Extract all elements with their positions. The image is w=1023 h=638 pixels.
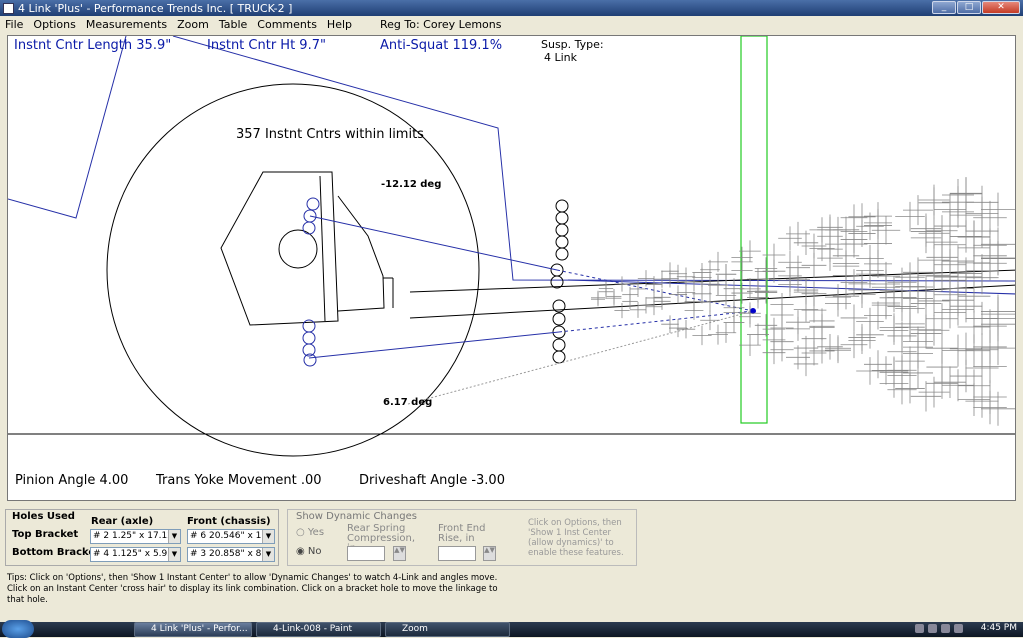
front-chassis-header: Front (chassis)	[187, 516, 271, 527]
body-outline	[8, 36, 127, 219]
menu-comments[interactable]: Comments	[257, 17, 317, 31]
clock: 4:45 PM	[980, 623, 1017, 633]
radio-no[interactable]: ◉ No	[296, 546, 322, 557]
menu-table[interactable]: Table	[218, 17, 248, 31]
ic-length-readout: Instnt Cntr Length 35.9"	[14, 38, 172, 53]
maximize-button[interactable]: □	[957, 1, 981, 14]
instant-center-point[interactable]	[750, 308, 756, 314]
top-rear-hole-value: # 2 1.25" x 17.12	[93, 531, 173, 541]
trans-yoke-readout: Trans Yoke Movement .00	[156, 473, 322, 488]
taskbar-4link[interactable]: 4 Link 'Plus' - Perfor...	[134, 622, 252, 637]
registration-label: Reg To: Corey Lemons	[380, 17, 502, 31]
tray-icon[interactable]	[915, 624, 924, 633]
fender-outline	[172, 36, 1015, 282]
top-rear-hole-select[interactable]: # 2 1.25" x 17.12▼	[90, 529, 181, 544]
chevron-down-icon[interactable]: ▼	[168, 548, 180, 561]
minimize-button[interactable]: _	[932, 1, 956, 14]
rear-top-bracket-holes[interactable]	[302, 197, 320, 235]
chevron-down-icon[interactable]: ▼	[262, 548, 274, 561]
ic-height-readout: Instnt Cntr Ht 9.7"	[207, 38, 326, 53]
front-end-rise-label: Front End Rise, in	[438, 523, 486, 544]
close-button[interactable]: ✕	[982, 1, 1020, 14]
lower-link[interactable]	[308, 331, 560, 359]
axle-center-circle	[278, 229, 318, 269]
menu-options[interactable]: Options	[33, 17, 76, 31]
pinion-angle-readout: Pinion Angle 4.00	[15, 473, 129, 488]
radio-yes-label: Yes	[307, 527, 325, 538]
tray-icon[interactable]	[928, 624, 937, 633]
rear-bottom-bracket-holes[interactable]	[302, 319, 317, 367]
pinion-line	[567, 279, 1015, 295]
volume-icon[interactable]	[954, 624, 963, 633]
menu-help[interactable]: Help	[326, 17, 352, 31]
dynamic-changes-title: Show Dynamic Changes	[296, 511, 417, 522]
bottom-bracket-label: Bottom Bracket	[12, 547, 100, 558]
system-tray	[915, 624, 963, 633]
dynamic-changes-panel: Show Dynamic Changes ○ Yes ◉ No Rear Spr…	[287, 509, 637, 566]
upper-link-angle: -12.12 deg	[381, 179, 442, 190]
chevron-down-icon[interactable]: ▼	[168, 530, 180, 543]
plot-canvas[interactable]	[8, 36, 1016, 501]
lower-link-extension	[558, 310, 754, 333]
front-end-rise-input[interactable]	[438, 546, 476, 561]
bottom-rear-hole-value: # 4 1.125" x 5.93	[93, 549, 173, 559]
window-title: 4 Link 'Plus' - Performance Trends Inc. …	[18, 1, 293, 15]
rear-spring-input[interactable]	[347, 546, 385, 561]
anti-squat-line	[407, 310, 754, 405]
front-end-rise-spinner[interactable]: ▲▼	[483, 546, 496, 561]
menu-bar: File Options Measurements Zoom Table Com…	[0, 16, 1023, 32]
taskbar-zoom[interactable]: Zoom	[385, 622, 510, 637]
bottom-front-hole-select[interactable]: # 3 20.858" x 8.0▼	[187, 547, 275, 562]
bottom-rear-hole-select[interactable]: # 4 1.125" x 5.93▼	[90, 547, 181, 562]
suspension-plot[interactable]: Instnt Cntr Length 35.9" Instnt Cntr Ht …	[7, 35, 1016, 501]
tire-outline	[106, 83, 480, 457]
menu-zoom[interactable]: Zoom	[177, 17, 209, 31]
front-bracket-holes[interactable]	[550, 199, 569, 364]
dynamic-hint: Click on Options, then 'Show 1 Inst Cent…	[528, 518, 624, 558]
ic-within-limits: 357 Instnt Cntrs within limits	[236, 127, 424, 142]
axle-bracket-line	[319, 175, 326, 322]
instant-center-limits-box	[740, 36, 768, 424]
radio-no-label: No	[307, 546, 322, 557]
title-bar: 4 Link 'Plus' - Performance Trends Inc. …	[0, 0, 1023, 16]
bottom-front-hole-value: # 3 20.858" x 8.0	[190, 549, 270, 559]
holes-used-panel: Holes Used Rear (axle) Front (chassis) T…	[5, 509, 279, 566]
top-bracket-label: Top Bracket	[12, 529, 79, 540]
driveshaft-upper	[409, 269, 1015, 293]
driveshaft-angle-readout: Driveshaft Angle -3.00	[359, 473, 505, 488]
chevron-down-icon[interactable]: ▼	[262, 530, 274, 543]
instant-center-crosshairs[interactable]	[591, 177, 1015, 426]
susp-type-label: Susp. Type:	[541, 38, 604, 51]
diff-cover	[337, 195, 385, 312]
tray-icon[interactable]	[941, 624, 950, 633]
rear-axle-header: Rear (axle)	[91, 516, 154, 527]
rear-spring-spinner[interactable]: ▲▼	[393, 546, 406, 561]
menu-file[interactable]: File	[5, 17, 24, 31]
axle-housing	[220, 171, 339, 326]
app-icon	[3, 2, 14, 14]
taskbar: 4 Link 'Plus' - Perfor... 4-Link-008 - P…	[0, 620, 1023, 638]
taskbar-paint[interactable]: 4-Link-008 - Paint	[256, 622, 381, 637]
tips-text: Tips: Click on 'Options', then 'Show 1 I…	[7, 573, 498, 605]
start-button[interactable]	[2, 620, 34, 638]
upper-link[interactable]	[309, 215, 558, 271]
susp-type-value: 4 Link	[544, 51, 578, 64]
top-front-hole-select[interactable]: # 6 20.546" x 12▼	[187, 529, 275, 544]
menu-measurements[interactable]: Measurements	[85, 17, 168, 31]
anti-squat-readout: Anti-Squat 119.1%	[380, 38, 503, 53]
lower-link-angle: 6.17 deg	[383, 397, 433, 408]
radio-yes[interactable]: ○ Yes	[296, 527, 325, 538]
holes-used-title: Holes Used	[12, 511, 75, 522]
top-front-hole-value: # 6 20.546" x 12	[190, 531, 268, 541]
